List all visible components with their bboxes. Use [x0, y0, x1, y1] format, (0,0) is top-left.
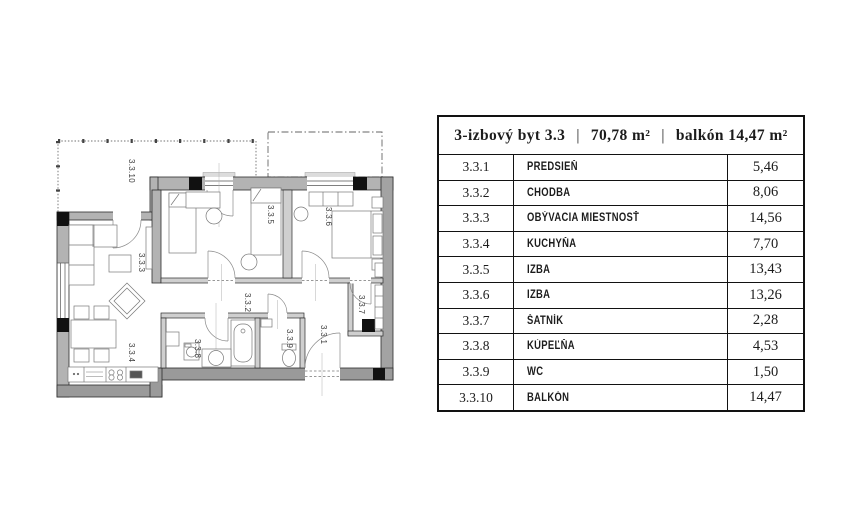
- room-area: 5,46: [752, 158, 779, 175]
- pillow: [372, 235, 383, 256]
- chair: [93, 348, 110, 363]
- area-table: 3-izbový byt 3.3 | 70,78 m² | balkón 14,…: [437, 115, 805, 412]
- table-row: 3.3.10 BALKÓN 14,47: [439, 384, 803, 410]
- room-code: 3.3.3: [462, 210, 490, 226]
- room-code: 3.3.10: [459, 389, 493, 405]
- label-room-a: 3.3.5: [266, 205, 275, 225]
- room-name: IZBA: [513, 257, 728, 282]
- room-labels: 3.3.10 3.3.3 3.3.4 3.3.5 3.3.6 3.3.2 3.3…: [127, 159, 366, 363]
- room-code: 3.3.9: [462, 364, 490, 380]
- room-area: 14,56: [749, 209, 782, 226]
- room-area: 7,70: [752, 235, 779, 252]
- label-wc: 3.3.9: [285, 329, 294, 349]
- room-name: ŠATNÍK: [513, 308, 728, 334]
- room-code: 3.3.8: [462, 338, 490, 354]
- header-separator: |: [661, 126, 665, 144]
- table-row: 3.3.2 CHODBA 8,06: [439, 179, 803, 206]
- washbasin: [208, 350, 224, 366]
- balcony-railing: [56, 139, 257, 212]
- furniture-room-a: [168, 187, 282, 271]
- window-sills: [202, 172, 356, 177]
- pillow: [372, 213, 383, 234]
- room-area: 8,06: [752, 184, 779, 201]
- nightstand: [371, 196, 384, 209]
- table-row: 3.3.7 ŠATNÍK 2,28: [439, 307, 803, 334]
- chair: [73, 348, 90, 363]
- header-separator: |: [576, 126, 580, 144]
- desk: [185, 191, 221, 209]
- total-area: 70,78 m²: [590, 126, 651, 144]
- side-table: [108, 254, 132, 273]
- label-living: 3.3.3: [137, 253, 146, 273]
- pouf: [205, 207, 223, 225]
- furniture-kitchen: [67, 305, 159, 383]
- room-name: PREDSIEŇ: [513, 155, 728, 180]
- furniture-living: [68, 224, 153, 320]
- toilet-bowl: [282, 349, 296, 367]
- room-code: 3.3.4: [462, 236, 490, 252]
- furniture-wc: [260, 318, 297, 367]
- furniture-bathroom: [165, 319, 256, 368]
- chair: [93, 305, 110, 320]
- room-code: 3.3.7: [462, 312, 490, 328]
- room-area: 13,43: [749, 261, 782, 278]
- table-header: 3-izbový byt 3.3 | 70,78 m² | balkón 14,…: [439, 117, 803, 154]
- label-room-b: 3.3.6: [324, 207, 333, 227]
- label-kitchen: 3.3.4: [127, 343, 136, 363]
- neighbor-terrace-outline: [267, 131, 383, 178]
- apartment-title: 3-izbový byt 3.3: [454, 126, 566, 144]
- sink: [129, 370, 143, 379]
- chair: [73, 305, 90, 320]
- room-area: 1,50: [752, 363, 779, 380]
- wardrobe: [308, 191, 354, 207]
- table-row: 3.3.5 IZBA 13,43: [439, 256, 803, 282]
- room-name: BALKÓN: [513, 385, 728, 410]
- room-code: 3.3.1: [462, 159, 490, 175]
- tv-board: [145, 226, 153, 270]
- cabinet: [165, 331, 180, 347]
- label-corridor: 3.3.2: [243, 293, 252, 313]
- room-name: IZBA: [513, 282, 728, 308]
- hob-burner: [117, 369, 123, 376]
- room-area: 13,26: [749, 286, 782, 303]
- corner-sink: [260, 318, 273, 328]
- label-balcony: 3.3.10: [127, 159, 136, 183]
- label-bathroom: 3.3.8: [193, 339, 202, 359]
- balcony-area: balkón 14,47 m²: [675, 126, 788, 144]
- dining-table: [70, 319, 117, 349]
- hob-burner: [117, 374, 123, 381]
- floorplan: 3.3.10 3.3.3 3.3.4 3.3.5 3.3.6 3.3.2 3.3…: [56, 131, 394, 398]
- table-row: 3.3.8 KÚPEĽŇA 4,53: [439, 333, 803, 359]
- furniture-closet: [374, 284, 384, 330]
- table-row: 3.3.6 IZBA 13,26: [439, 281, 803, 308]
- room-name: KUCHYŇA: [513, 231, 728, 257]
- label-hall: 3.3.1: [319, 325, 328, 345]
- room-code: 3.3.2: [462, 184, 490, 200]
- table-row: 3.3.3 OBÝVACIA MIESTNOSŤ 14,56: [439, 205, 803, 231]
- furniture-room-b: [293, 191, 384, 278]
- label-closet: 3.3.7: [357, 295, 366, 315]
- shelf: [374, 262, 384, 278]
- table-row: 3.3.9 WC 1,50: [439, 358, 803, 385]
- hob-burner: [108, 369, 115, 376]
- room-code: 3.3.5: [462, 261, 490, 277]
- table-row: 3.3.4 KUCHYŇA 7,70: [439, 230, 803, 257]
- pouf: [240, 253, 258, 271]
- hob-burner: [108, 374, 115, 381]
- room-area: 2,28: [752, 312, 779, 329]
- structural-columns: [57, 177, 385, 380]
- room-name: KÚPEĽŇA: [513, 334, 728, 359]
- room-area: 14,47: [749, 389, 782, 406]
- table-row: 3.3.1 PREDSIEŇ 5,46: [439, 154, 803, 180]
- room-name: CHODBA: [513, 180, 728, 206]
- room-area: 4,53: [752, 337, 779, 354]
- pouf: [293, 206, 309, 222]
- room-code: 3.3.6: [462, 287, 490, 303]
- room-name: OBÝVACIA MIESTNOSŤ: [513, 206, 728, 231]
- room-name: WC: [513, 359, 728, 385]
